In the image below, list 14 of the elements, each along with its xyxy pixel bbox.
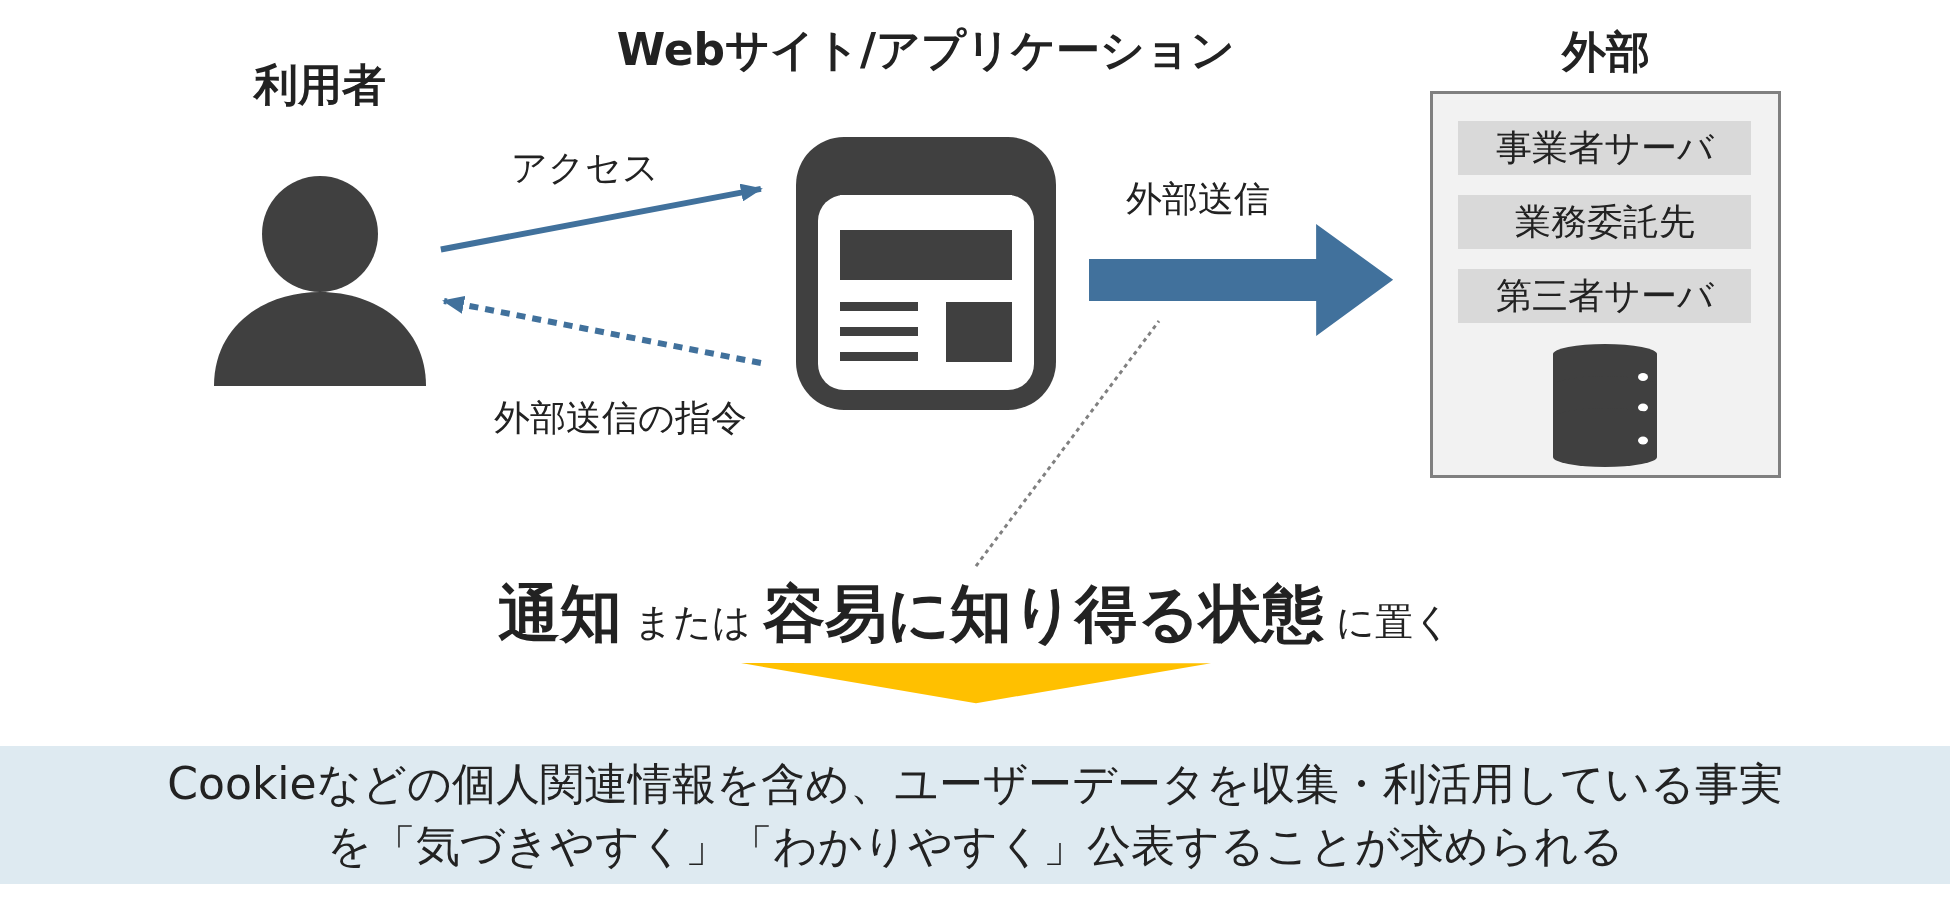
heading: 利用者 — [254, 60, 386, 110]
heading: 外部 — [1561, 27, 1650, 77]
list-item: 事業者サーバ — [1458, 121, 1751, 175]
arrow — [442, 295, 762, 366]
conclusion-text: Cookieなどの個人関連情報を含め、ユーザーデータを収集・利活用している事実を「気づきやすく」「わかりやすく」公表することが求められる — [166, 757, 1784, 873]
list-item: 第三者サーバ — [1458, 269, 1751, 323]
heading: Webサイト/アプリケーション — [616, 25, 1236, 75]
arrow — [440, 183, 763, 253]
list-item: 業務委託先 — [1458, 195, 1751, 249]
conclusion-banner — [0, 746, 1950, 884]
block-arrow — [1089, 223, 1394, 336]
statement-text: 通知 または 容易に知り得る状態 に置く — [497, 576, 1453, 652]
leader-line — [974, 320, 1161, 567]
down-chevron — [741, 663, 1211, 704]
